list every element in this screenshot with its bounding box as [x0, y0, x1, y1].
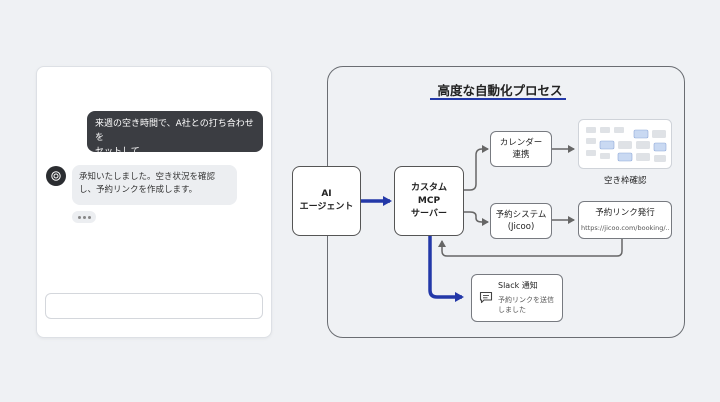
chat-message-icon: [479, 291, 493, 304]
slack-notification-node: Slack 通知 予約リンクを送信 しました: [471, 274, 563, 322]
slack-text-line-2: しました: [498, 306, 526, 314]
ai-message-bubble: 承知いたしました。空き状況を確認 し、予約リンクを作成します。: [72, 165, 237, 205]
calendar-label-1: カレンダー: [499, 138, 543, 148]
mcp-label-2: MCP: [417, 195, 441, 206]
user-message-bubble: 来週の空き時間で、A社との打ち合わせを セットして: [87, 111, 263, 157]
booking-system-node: 予約システム (Jicoo): [490, 203, 552, 239]
slack-text: 予約リンクを送信 しました: [498, 295, 562, 315]
calendar-integration-node: カレンダー 連携: [490, 131, 552, 167]
ai-agent-node: AI エージェント: [292, 166, 361, 236]
typing-indicator: [72, 211, 96, 223]
booking-link-node: 予約リンク発行 https://jicoo.com/booking/...: [578, 201, 672, 239]
booking-link-title: 予約リンク発行: [595, 207, 655, 218]
slack-title: Slack 通知: [498, 281, 538, 290]
ai-agent-label-2: エージェント: [299, 202, 354, 212]
arrow-link-to-mcp: [438, 239, 623, 257]
ai-message-line-1: 承知いたしました。空き状況を確認: [79, 172, 216, 182]
calendar-grid-icon: [578, 119, 672, 169]
flow-title: 高度な自動化プロセス: [437, 83, 563, 98]
mcp-server-node: カスタム MCP サーバー: [394, 166, 464, 236]
arrow-mcp-to-booking: [464, 211, 489, 226]
ai-logo-icon: [46, 166, 66, 186]
slack-text-line-1: 予約リンクを送信: [498, 296, 554, 304]
chat-input[interactable]: [45, 293, 263, 319]
ai-message-line-2: し、予約リンクを作成します。: [79, 185, 198, 195]
booking-link-url: https://jicoo.com/booking/...: [581, 223, 669, 232]
user-message-line-2: セットして: [95, 147, 140, 157]
calendar-availability-label: 空き枠確認: [604, 176, 647, 186]
booking-label-1: 予約システム: [495, 210, 547, 220]
arrow-mcp-to-slack: [428, 236, 464, 302]
mcp-label-3: サーバー: [411, 208, 447, 219]
mcp-label-1: カスタム: [410, 182, 447, 193]
ai-agent-label-1: AI: [321, 189, 332, 199]
user-message-line-1: 来週の空き時間で、A社との打ち合わせを: [95, 119, 254, 143]
calendar-label-2: 連携: [512, 150, 530, 160]
booking-label-2: (Jicoo): [507, 222, 535, 232]
chat-panel: 来週の空き時間で、A社との打ち合わせを セットして 承知いたしました。空き状況を…: [36, 66, 272, 338]
title-underline: [430, 98, 566, 100]
arrow-mcp-to-calendar: [464, 145, 489, 191]
